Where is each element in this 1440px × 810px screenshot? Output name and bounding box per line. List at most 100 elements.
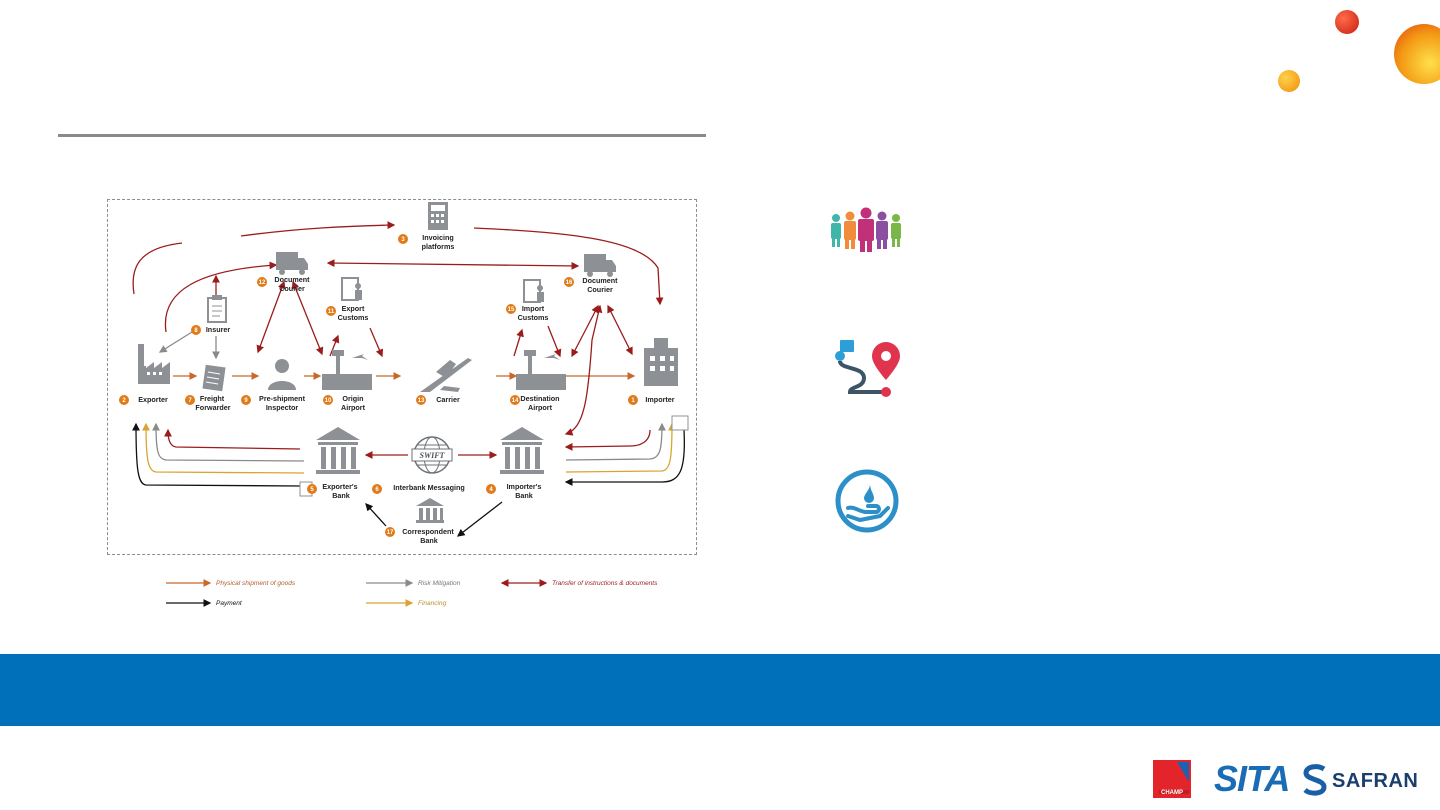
label-carrier: Carrier	[436, 395, 460, 404]
champ-logo: CHAMP	[1153, 760, 1191, 798]
badge-export-customs: 11	[326, 306, 336, 316]
importer-building-icon	[644, 338, 678, 386]
arrow-transfer-courier-importer	[607, 304, 633, 356]
hand-care-icon	[835, 469, 899, 533]
label-exporters-bank-2: Bank	[332, 491, 350, 500]
arrow-transfer-courier-origin	[291, 280, 324, 356]
freight-document-icon	[202, 364, 226, 392]
label-origin-airport-1: Origin	[342, 394, 363, 403]
insurer-clipboard-icon	[207, 295, 227, 323]
label-export-customs-2: Customs	[338, 313, 369, 322]
badge-insurer: 8	[191, 325, 201, 335]
safran-s-mark	[1303, 764, 1327, 796]
label-courier-left-1: Document	[274, 275, 310, 284]
arrow-risk-importerbank-importer	[565, 422, 666, 461]
decorative-orb-red	[1335, 10, 1359, 34]
svg-text:11: 11	[328, 309, 335, 315]
label-correspondent-1: Correspondent	[402, 527, 454, 536]
arrow-transfer-exporter-courier	[164, 261, 278, 333]
label-freight-forwarder-1: Freight	[200, 394, 225, 403]
badge-preshipment-inspector: 9	[241, 395, 251, 405]
exporters-bank-icon	[316, 427, 360, 474]
svg-text:17: 17	[387, 530, 394, 536]
arrow-transfer-importcustoms-dest	[547, 325, 562, 358]
arrow-payment-importer-bank	[564, 429, 686, 486]
badge-doc-courier-left: 12	[257, 277, 267, 287]
badge-freight-forwarder: 7	[185, 395, 195, 405]
svg-text:6: 6	[375, 487, 379, 493]
export-customs-icon	[341, 277, 362, 301]
badge-exporter: 2	[119, 395, 129, 405]
badge-importer: 1	[628, 395, 638, 405]
label-invoicing-1: Invoicing	[422, 233, 454, 242]
badge-invoicing: 3	[398, 234, 408, 244]
svg-text:12: 12	[259, 280, 266, 286]
footer-band	[0, 654, 1440, 726]
arrow-transfer-exporterbank-exporter	[164, 428, 301, 450]
badge-import-customs: 15	[506, 304, 516, 314]
svg-text:9: 9	[244, 398, 248, 404]
svg-text:16: 16	[566, 280, 573, 286]
correspondent-bank-icon	[416, 498, 444, 523]
decorative-orb-large	[1394, 24, 1440, 84]
swift-globe-icon: SWIFT	[411, 436, 453, 474]
import-customs-icon	[523, 279, 544, 303]
invoicing-calculator-icon	[428, 202, 448, 230]
decorative-orb-small-orange	[1278, 70, 1300, 92]
badge-destination-airport: 14	[510, 395, 520, 405]
legend-transfer: Transfer of instructions & documents	[552, 580, 658, 587]
label-interbank: Interbank Messaging	[393, 483, 465, 492]
courier-truck-icon-left	[276, 252, 308, 275]
arrow-transfer-dest-importcustoms	[513, 328, 524, 357]
label-inspector-2: Inspector	[266, 403, 299, 412]
badge-correspondent: 17	[385, 527, 395, 537]
people-group-icon	[831, 207, 901, 252]
airplane-icon	[420, 358, 472, 392]
arrow-transfer-courier-courier	[326, 259, 580, 270]
sita-logo: SITA	[1214, 760, 1290, 798]
legend-physical: Physical shipment of goods	[216, 580, 296, 587]
champ-logo-text: CHAMP	[1161, 790, 1183, 796]
legend-payment: Payment	[216, 600, 243, 607]
svg-text:3: 3	[401, 237, 405, 243]
importer-doc-box	[671, 415, 689, 431]
svg-text:14: 14	[512, 398, 519, 404]
label-insurer: Insurer	[206, 325, 231, 334]
label-destination-1: Destination	[520, 394, 559, 403]
origin-airport-icon	[322, 350, 372, 390]
arrow-risk-insurer-exporter	[158, 331, 193, 353]
badge-importers-bank: 4	[486, 484, 496, 494]
label-importers-bank-1: Importer's	[507, 482, 542, 491]
label-importers-bank-2: Bank	[515, 491, 533, 500]
arrow-transfer-courier-inspector	[256, 280, 286, 354]
title-rule	[58, 134, 706, 137]
svg-text:7: 7	[188, 398, 192, 404]
arrow-financing-exporterbank-exporter	[142, 422, 305, 474]
badge-carrier: 13	[416, 395, 426, 405]
trade-flow-diagram: SWIFT 2 7 9 10 13 14 1 8 12 16 11 15 3 5…	[119, 202, 689, 607]
badge-interbank: 6	[372, 484, 382, 494]
destination-airport-icon	[516, 350, 566, 390]
node-labels: Exporter Freight Forwarder Pre-shipment …	[138, 233, 675, 545]
arrow-transfer-importer-importerbank	[564, 429, 651, 451]
label-invoicing-2: platforms	[422, 242, 455, 251]
badge-origin-airport: 10	[323, 395, 333, 405]
arrow-transfer-exporter-invoicing	[132, 242, 183, 295]
arrow-transfer-bank-courier	[564, 304, 603, 436]
label-export-customs-1: Export	[342, 304, 365, 313]
importers-bank-icon	[500, 427, 544, 474]
arrow-transfer-top-to-invoicing	[240, 221, 396, 237]
svg-text:15: 15	[508, 307, 515, 313]
label-courier-left-2: Courier	[279, 284, 305, 293]
arrow-payment-correspondent-exporterbank	[365, 503, 387, 527]
safran-logo-text: SAFRAN	[1332, 770, 1419, 792]
label-importer: Importer	[645, 395, 674, 404]
arrow-financing-importerbank-importer	[565, 422, 676, 473]
legend-risk: Risk Mitigation	[418, 580, 461, 587]
inspector-person-icon	[268, 359, 296, 390]
arrow-transfer-exportcustoms-origin	[369, 327, 384, 358]
arrow-payment-importerbank-correspondent	[456, 501, 503, 537]
label-inspector-1: Pre-shipment	[259, 394, 306, 403]
svg-text:5: 5	[310, 487, 314, 493]
svg-text:8: 8	[194, 328, 198, 334]
